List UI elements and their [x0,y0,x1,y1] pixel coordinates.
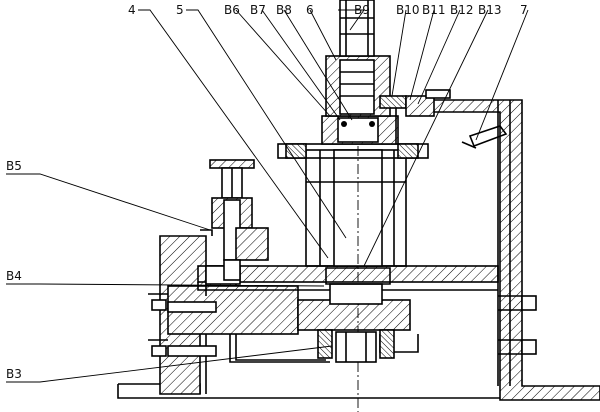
label-4: 4 [128,3,136,17]
bearing-head [321,0,399,145]
left-valve [200,159,269,281]
label-b6: B6 [224,3,240,17]
label-b5: B5 [6,159,22,173]
upper-right-mechanism [379,89,508,149]
label-b3: B3 [6,367,22,381]
label-b13: B13 [478,3,502,17]
lower-nut [317,267,395,363]
central-column [277,20,429,412]
label-6: 6 [306,3,314,17]
labels: 4 5 B6 B7 B8 6 B9 B10 B11 B12 B13 7 B5 B… [6,3,528,381]
right-bracket [429,99,600,401]
label-b4: B4 [6,269,22,283]
label-b12: B12 [450,3,474,17]
label-7: 7 [520,3,528,17]
label-b8: B8 [276,3,292,17]
label-b9: B9 [354,3,370,17]
leader-lines [6,9,529,383]
label-5: 5 [176,3,184,17]
label-b10: B10 [396,3,420,17]
label-b7: B7 [250,3,266,17]
label-b11: B11 [422,3,446,17]
